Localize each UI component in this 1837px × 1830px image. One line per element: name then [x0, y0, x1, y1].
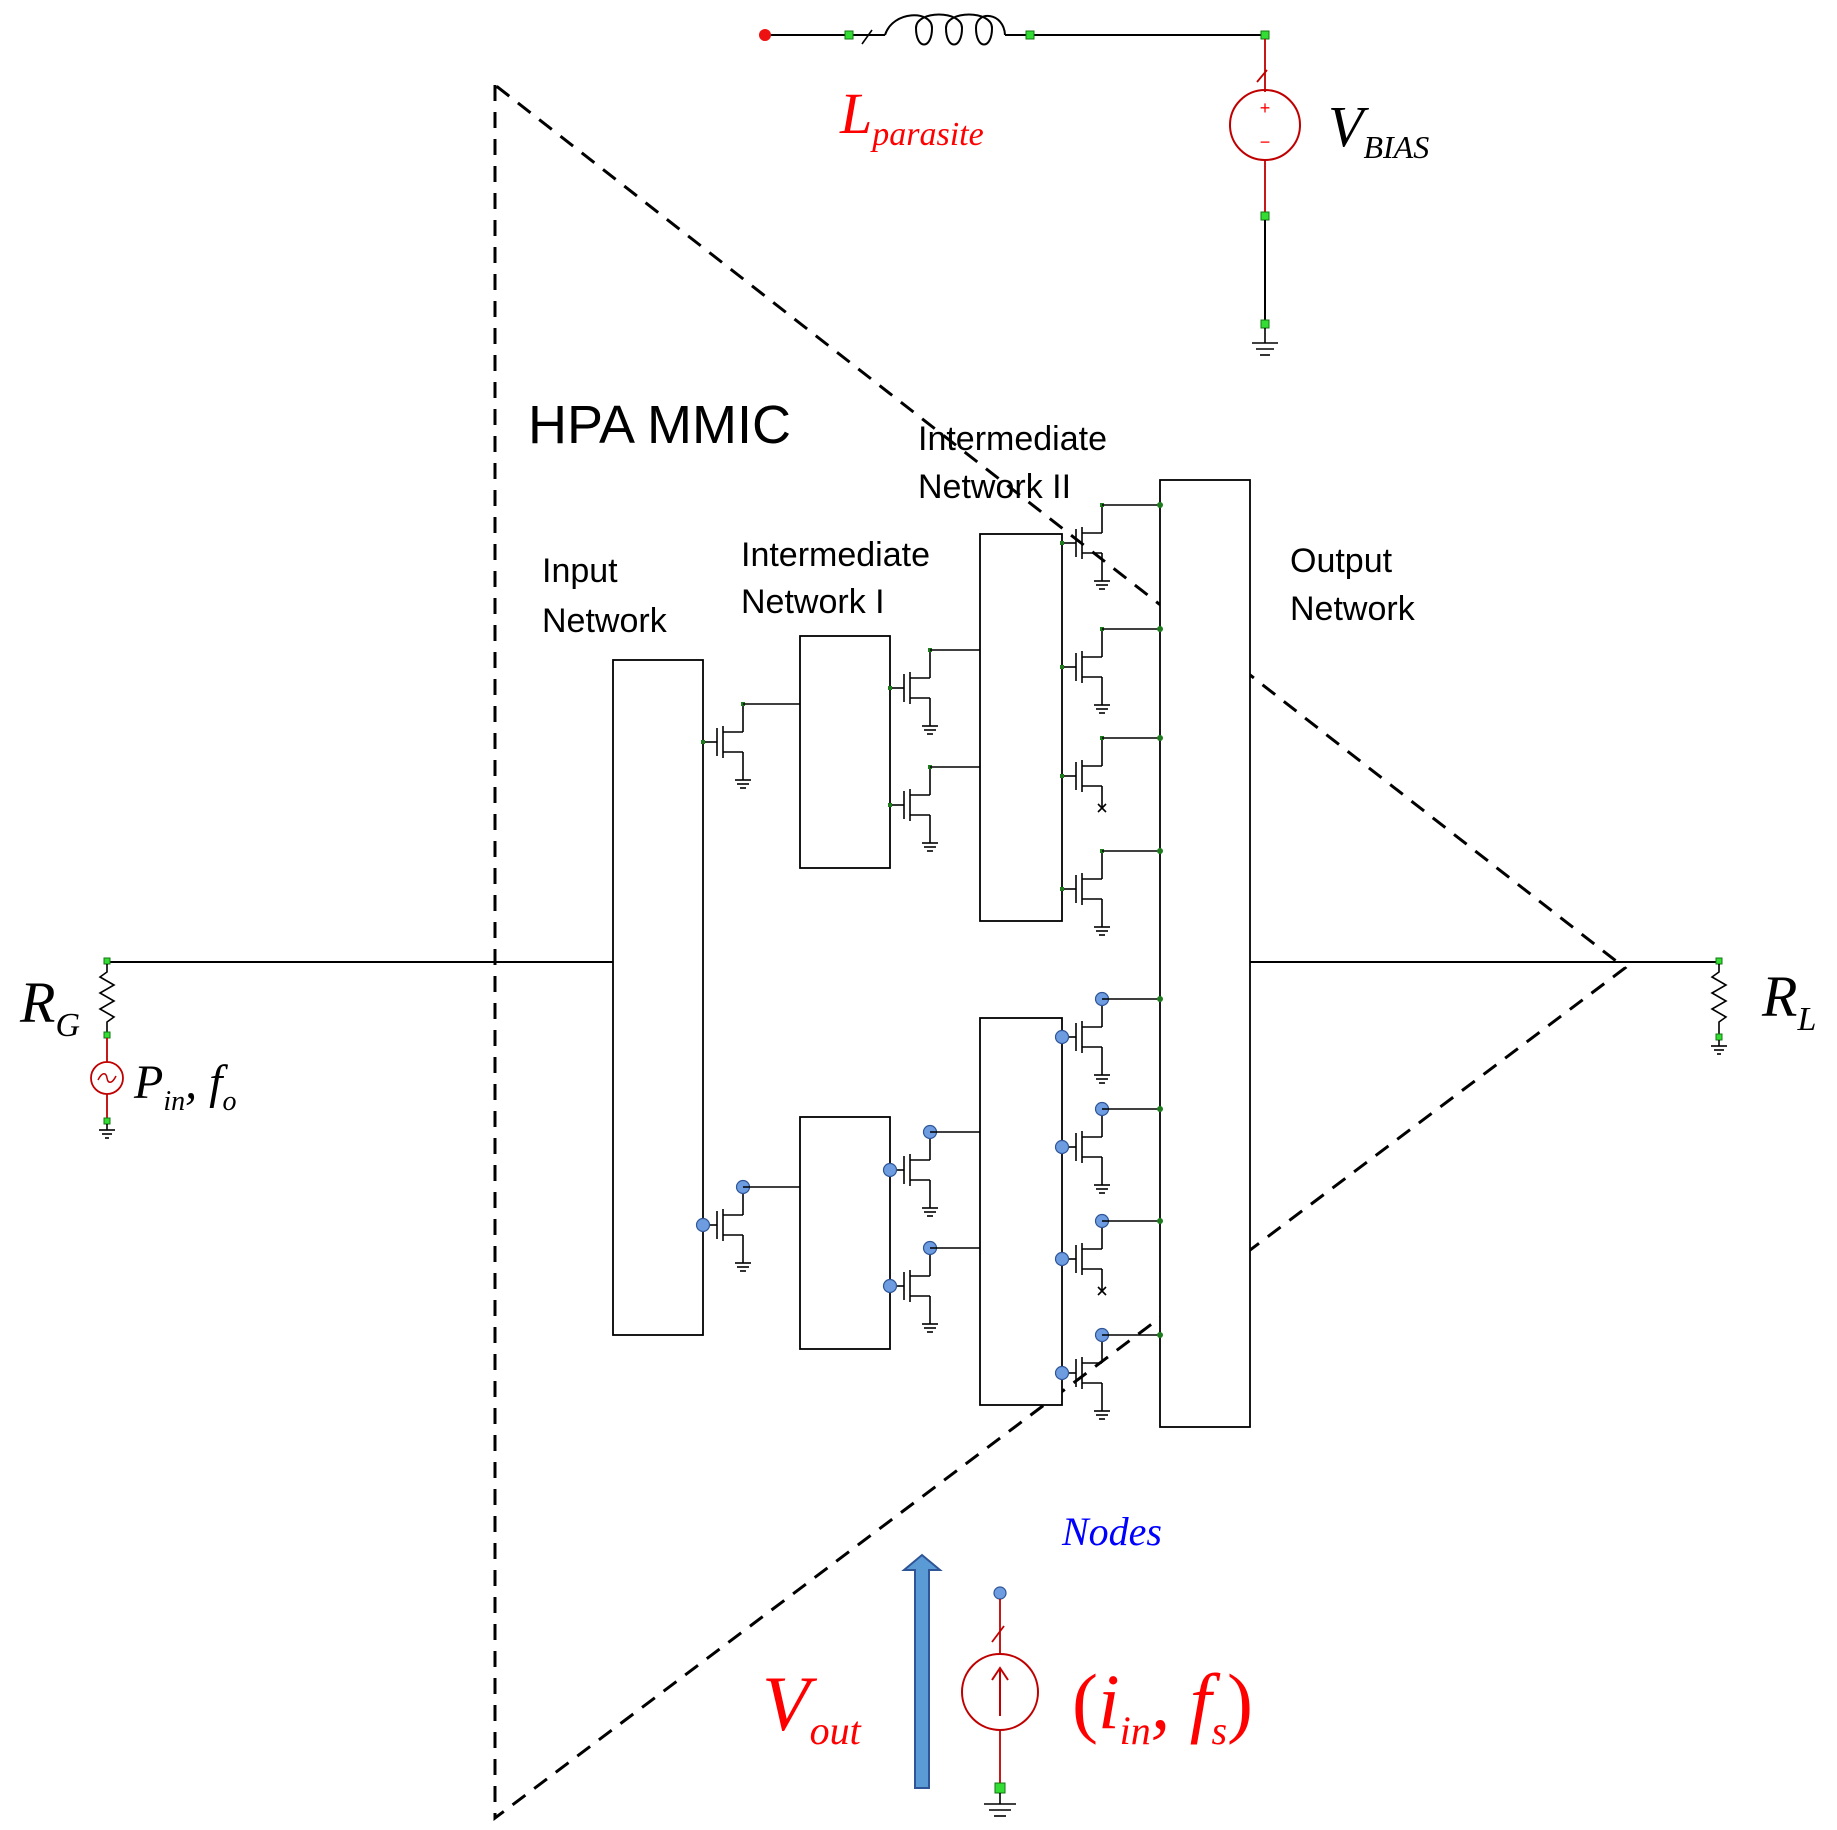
up-arrow-icon	[901, 1553, 943, 1789]
intermediate-network-2-bottom-block	[979, 1017, 1063, 1406]
current-source-icon	[961, 1653, 1039, 1731]
node-marker	[882, 1162, 898, 1178]
resistor-icon	[98, 964, 116, 1032]
transistor-array	[695, 502, 1163, 1420]
transistor-icon	[1054, 1213, 1110, 1296]
transistor-icon	[701, 702, 751, 789]
transistor-icon	[888, 765, 938, 852]
svg-text:+: +	[1260, 98, 1271, 118]
node-marker	[1054, 1251, 1070, 1267]
current-source-label: (iin, fs)	[1072, 1658, 1253, 1753]
ground-icon	[99, 1124, 115, 1139]
resistor-icon	[1710, 964, 1728, 1034]
ground-icon	[984, 1793, 1016, 1817]
output-network-block	[1159, 479, 1251, 1428]
transistor-icon	[1054, 1327, 1110, 1420]
bias-terminal	[759, 29, 771, 41]
transistor-icon	[882, 1124, 938, 1217]
output-voltage-label: Vout	[762, 1660, 862, 1753]
bias-network: + −	[759, 13, 1301, 356]
load-circuit	[1710, 957, 1728, 1055]
generator-resistor-label: RG	[19, 970, 80, 1044]
node-marker	[1054, 1365, 1070, 1381]
output-network-label: Output Network	[1290, 542, 1416, 628]
ground-icon	[1252, 328, 1278, 356]
transistor-icon	[1060, 627, 1110, 714]
intermediate-network-2-label: Intermediate Network II	[918, 420, 1116, 506]
svg-text:−: −	[1260, 132, 1271, 152]
node-marker	[882, 1278, 898, 1294]
ac-source-icon	[90, 1061, 124, 1095]
transistor-icon	[695, 1179, 751, 1272]
intermediate-network-1-label: Intermediate Network I	[741, 536, 939, 621]
load-resistor-label: RL	[1761, 964, 1816, 1038]
input-source-label: Pin, fo	[133, 1056, 236, 1117]
transistor-icon	[888, 648, 938, 735]
generator-circuit	[90, 957, 124, 1139]
voltage-source-icon: + −	[1229, 89, 1301, 161]
node-marker	[695, 1217, 711, 1233]
transistor-icon	[1054, 1101, 1110, 1194]
transistor-icon	[1060, 503, 1110, 590]
node-marker	[1054, 1139, 1070, 1155]
intermediate-network-1-bottom-block	[799, 1116, 891, 1350]
nodes-label: Nodes	[1061, 1509, 1162, 1554]
transistor-icon	[1060, 849, 1110, 936]
inductor-icon	[884, 13, 1006, 46]
input-network-label: Input Network	[542, 552, 668, 640]
current-source-circuit	[961, 1586, 1039, 1817]
mmic-title: HPA MMIC	[528, 395, 791, 455]
transistor-icon	[1060, 736, 1107, 813]
intermediate-network-1-top-block	[799, 635, 891, 869]
input-network-block	[612, 659, 704, 1336]
ground-icon	[1711, 1040, 1727, 1055]
bias-label: VBIAS	[1328, 94, 1429, 165]
intermediate-network-2-top-block	[979, 533, 1063, 922]
transistor-icon	[1054, 991, 1110, 1084]
node-marker	[1054, 1029, 1070, 1045]
transistor-icon	[882, 1240, 938, 1333]
inductor-label: Lparasite	[839, 81, 984, 153]
